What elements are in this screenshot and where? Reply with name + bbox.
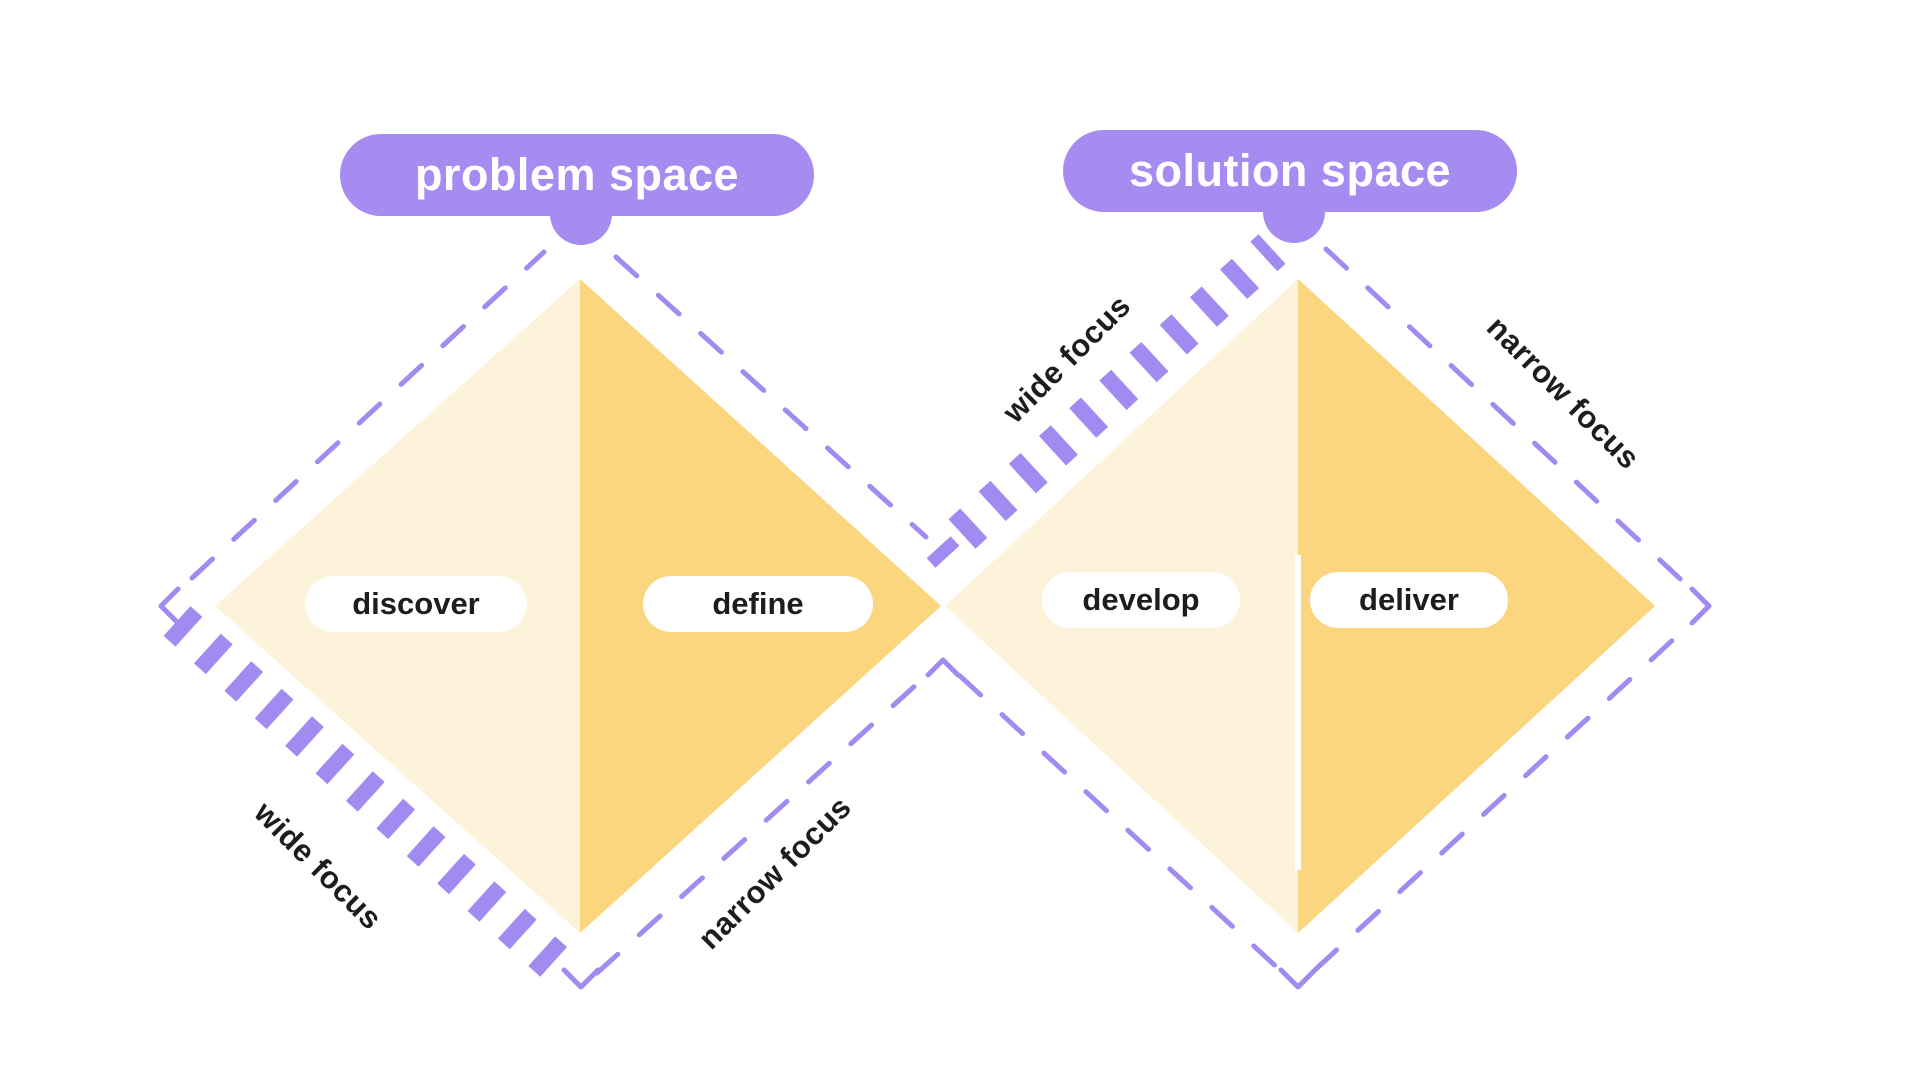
deliver-pill: deliver	[1310, 572, 1508, 628]
discover-label: discover	[352, 586, 480, 621]
wide-focus-band-discover	[163, 606, 571, 980]
dashed-corner-bottom-1	[561, 967, 601, 990]
dashed-edge-develop-bottom	[957, 673, 1284, 974]
dashed-edge-define-bottom	[594, 672, 930, 976]
dashed-edge-define-top	[613, 254, 929, 540]
dashed-corner-middle-bottom	[925, 657, 961, 678]
define-pill: define	[643, 576, 873, 632]
dashed-corner-left	[158, 586, 181, 626]
problem-space-label: problem space	[414, 149, 740, 200]
solution-space-label: solution space	[1128, 145, 1452, 196]
develop-label: develop	[1082, 582, 1200, 617]
deliver-label: deliver	[1359, 582, 1459, 617]
dashed-corner-right	[1689, 586, 1712, 626]
problem-space-pill: problem space	[340, 134, 814, 216]
solution-space-pill: solution space	[1063, 130, 1517, 212]
discover-pill: discover	[305, 576, 527, 632]
dashed-edge-deliver-top	[1323, 246, 1693, 591]
develop-pill: develop	[1042, 572, 1240, 628]
dashed-corner-bottom-2	[1278, 967, 1318, 990]
dashed-edge-discover-top	[189, 249, 547, 581]
define-label: define	[712, 586, 804, 621]
dashed-corner-middle-top	[926, 536, 960, 568]
wide-focus-band-develop	[948, 234, 1286, 549]
dashed-edge-deliver-bottom	[1313, 621, 1693, 972]
